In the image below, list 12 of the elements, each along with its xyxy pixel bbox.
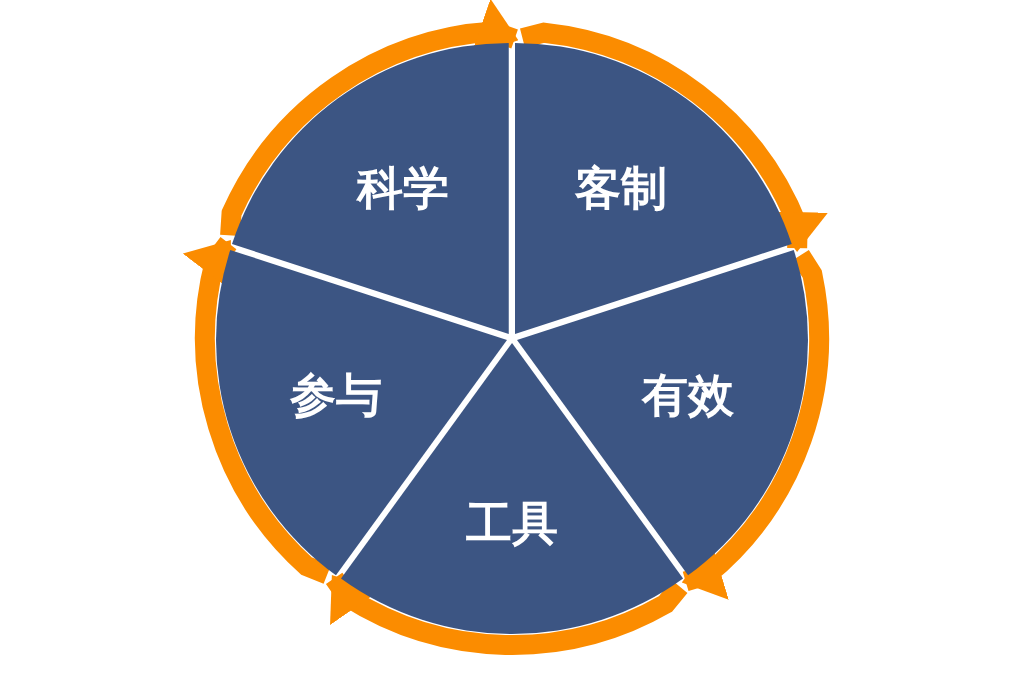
slice-label: 参与 (289, 370, 382, 421)
curved-arrow (520, 22, 828, 253)
curved-arrow (681, 249, 829, 600)
curved-arrow (182, 237, 331, 584)
slice-label: 有效 (642, 370, 735, 421)
curved-arrow (325, 572, 688, 655)
curved-arrow (220, 0, 519, 237)
pie-slice (232, 42, 510, 334)
pie-slice (514, 42, 792, 334)
slice-label: 客制 (575, 162, 667, 214)
slice-label: 科学 (357, 162, 449, 214)
slice-label: 工具 (466, 498, 558, 549)
